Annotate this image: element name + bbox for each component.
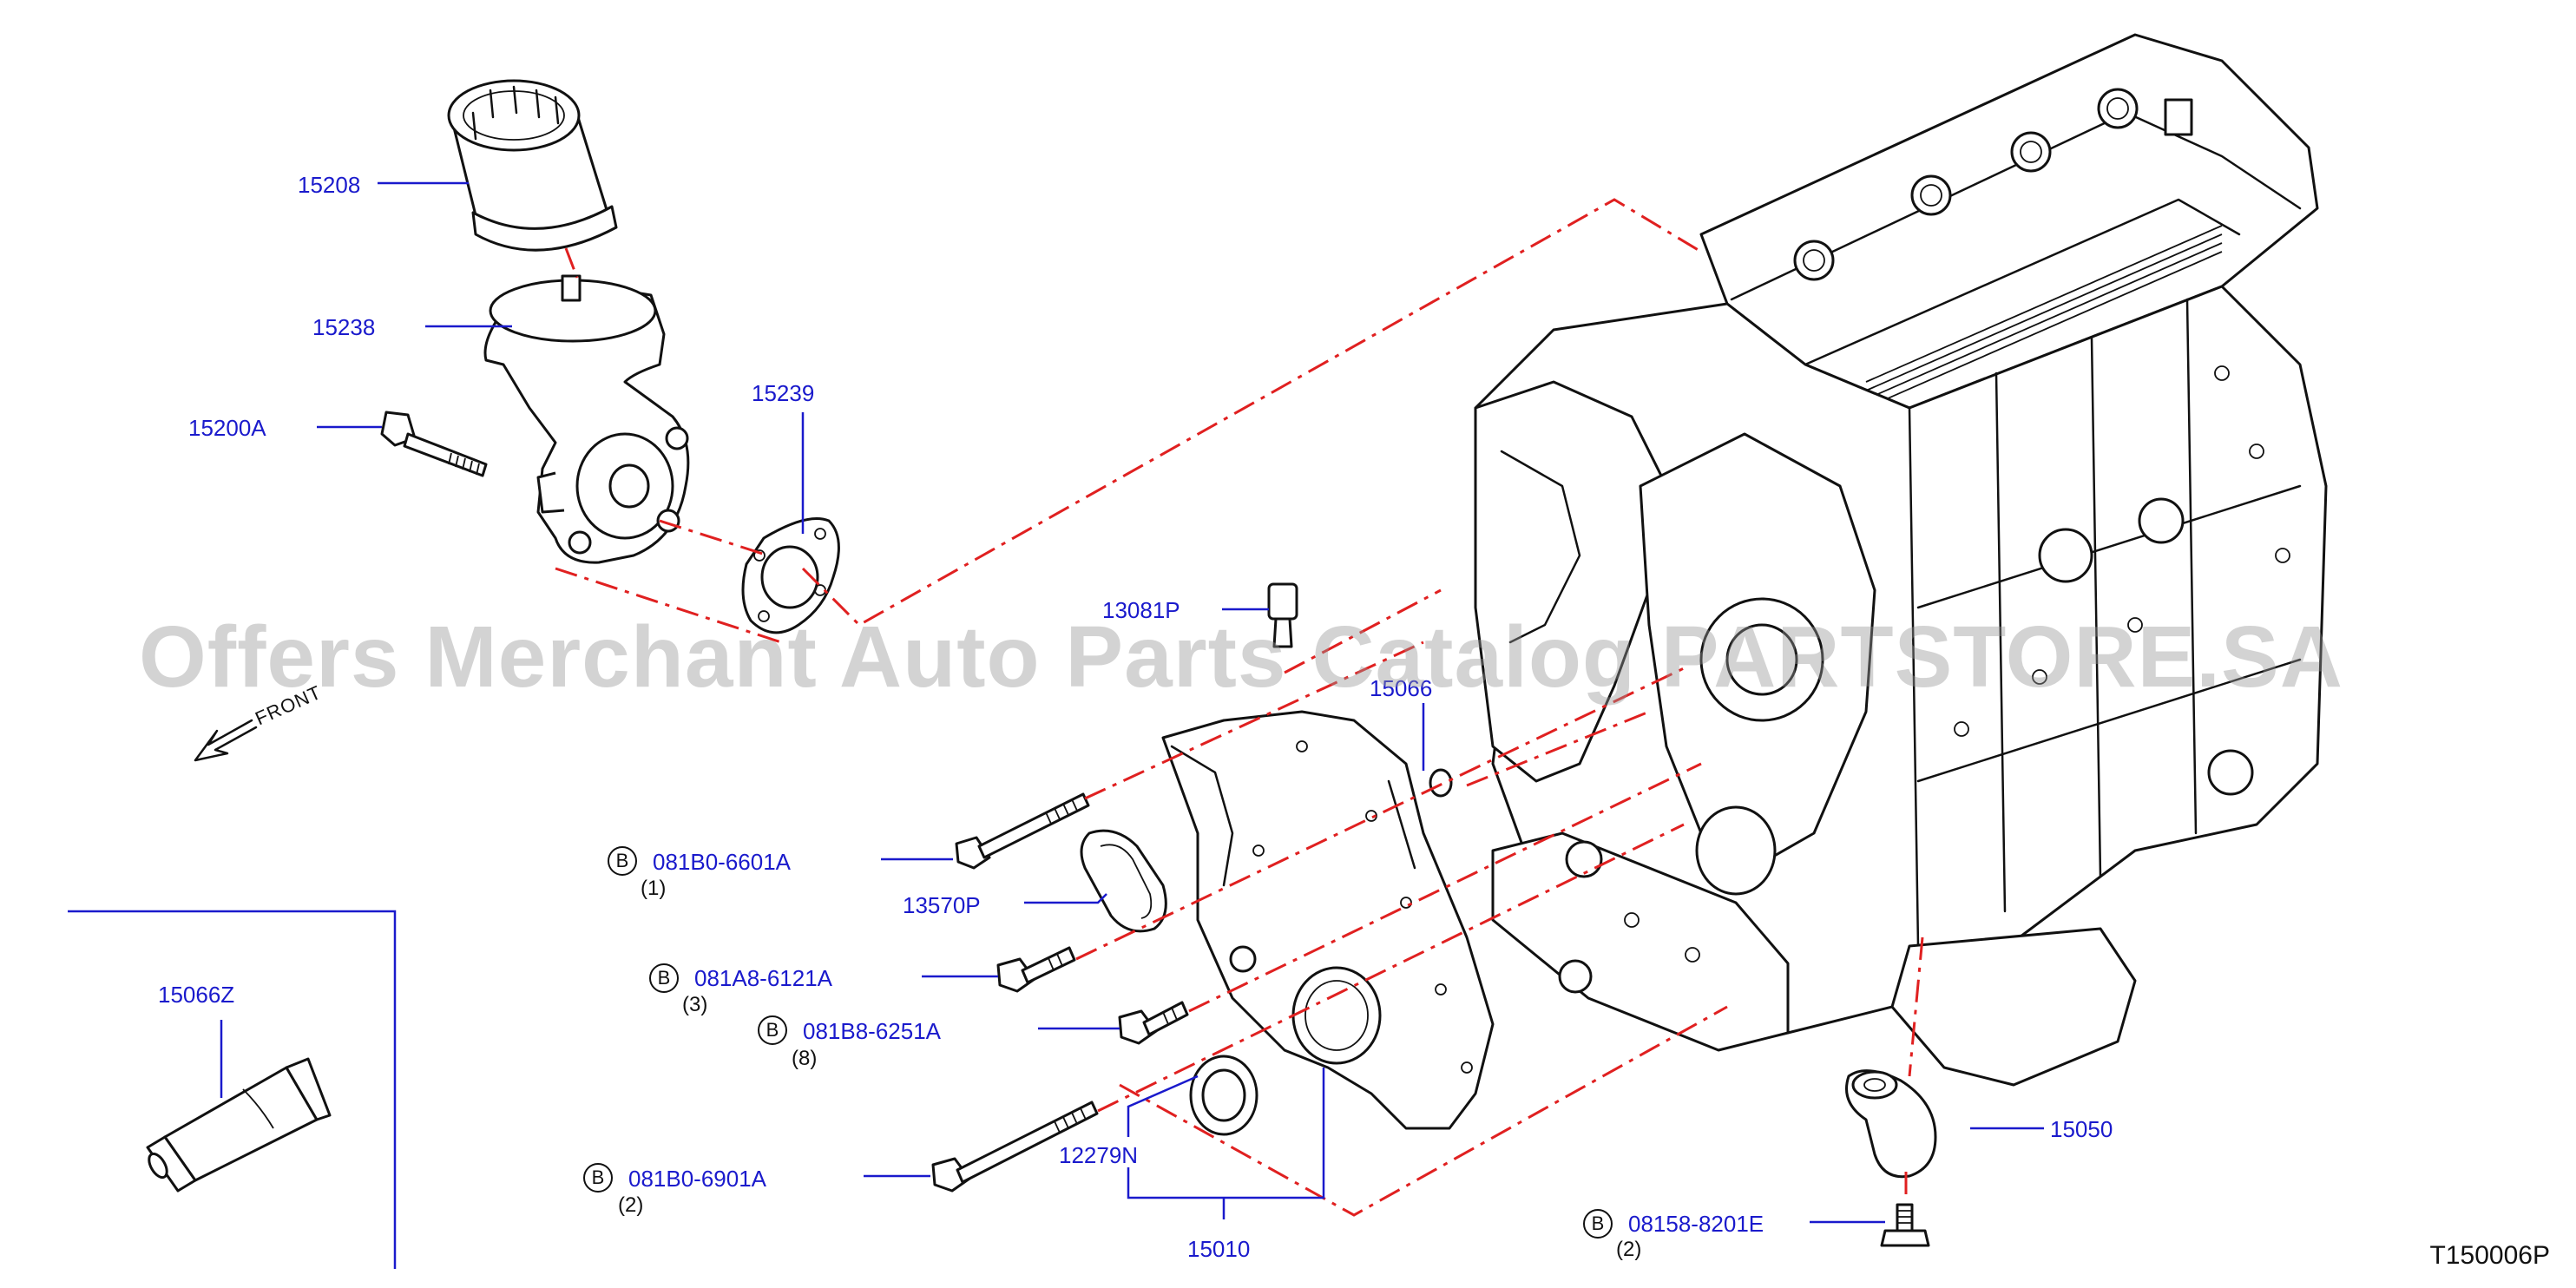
filter-bracket-icon: [483, 274, 690, 564]
bolt-symbol: B: [758, 1015, 787, 1045]
seal-12279N-icon: [1189, 1055, 1258, 1136]
bolt-081A8-6121A-icon: [996, 946, 1076, 993]
leader-lines: [220, 181, 2044, 1224]
bolt-qty: (2): [618, 1193, 644, 1217]
bolt-symbol: B: [583, 1163, 613, 1193]
bolt-label-081B0-6901A[interactable]: 081B0-6901A: [628, 1166, 767, 1192]
part-label-15010[interactable]: 15010: [1187, 1236, 1251, 1262]
part-label-15066[interactable]: 15066: [1370, 675, 1433, 701]
bolt-081B0-6901A-icon: [931, 1101, 1099, 1193]
front-cover-15010-icon: [1161, 710, 1495, 1130]
bolt-qty: (2): [1616, 1238, 1642, 1261]
sensor-13081P-icon: [1267, 582, 1298, 648]
part-label-12279N[interactable]: 12279N: [1059, 1142, 1139, 1168]
bolt-15200A-icon: [380, 411, 488, 477]
part-label-15066Z[interactable]: 15066Z: [158, 982, 235, 1008]
sealant-tube-icon: [146, 1057, 332, 1193]
bolt-symbol: B: [608, 846, 637, 876]
assembly-lines: [555, 198, 1924, 1217]
oil-filter-icon: [447, 79, 618, 252]
gasket-13570P-icon: [1080, 829, 1167, 933]
bolt-label-081B0-6601A[interactable]: 081B0-6601A: [653, 849, 792, 875]
bolt-08158-8201E-icon: [1880, 1203, 1930, 1247]
front-arrow-icon: [194, 719, 258, 762]
bolt-label-081B8-6251A[interactable]: 081B8-6251A: [803, 1018, 942, 1044]
bolt-081B8-6251A-icon: [1118, 1001, 1189, 1045]
oil-strainer-15050-icon: [1845, 1069, 1937, 1179]
part-label-15200A[interactable]: 15200A: [188, 415, 266, 441]
bolt-qty: (1): [641, 877, 667, 900]
part-label-15050[interactable]: 15050: [2050, 1116, 2113, 1142]
bolt-label-081A8-6121A[interactable]: 081A8-6121A: [694, 965, 833, 991]
part-label-15208[interactable]: 15208: [298, 172, 361, 198]
bolt-qty: (3): [682, 993, 708, 1016]
gasket-15239-icon: [741, 517, 840, 634]
part-label-15239[interactable]: 15239: [752, 380, 815, 406]
bolt-symbol: B: [649, 963, 679, 993]
part-label-15238[interactable]: 15238: [312, 314, 376, 340]
diagram-code: T150006P: [2429, 1241, 2550, 1270]
engine-block-icon: [1474, 33, 2328, 1087]
bolt-symbol: B: [1583, 1209, 1613, 1239]
bolt-qty: (8): [792, 1047, 818, 1070]
inset-frame: [68, 910, 397, 1269]
part-label-13081P[interactable]: 13081P: [1102, 597, 1180, 623]
o-ring-15066-icon: [1429, 768, 1453, 798]
bolt-081B0-6601A-icon: [955, 792, 1090, 870]
bolt-label-08158-8201E[interactable]: 08158-8201E: [1628, 1211, 1764, 1237]
watermark: Offers Merchant Auto Parts Catalog PARTS…: [139, 608, 2343, 706]
part-label-13570P[interactable]: 13570P: [903, 892, 981, 918]
